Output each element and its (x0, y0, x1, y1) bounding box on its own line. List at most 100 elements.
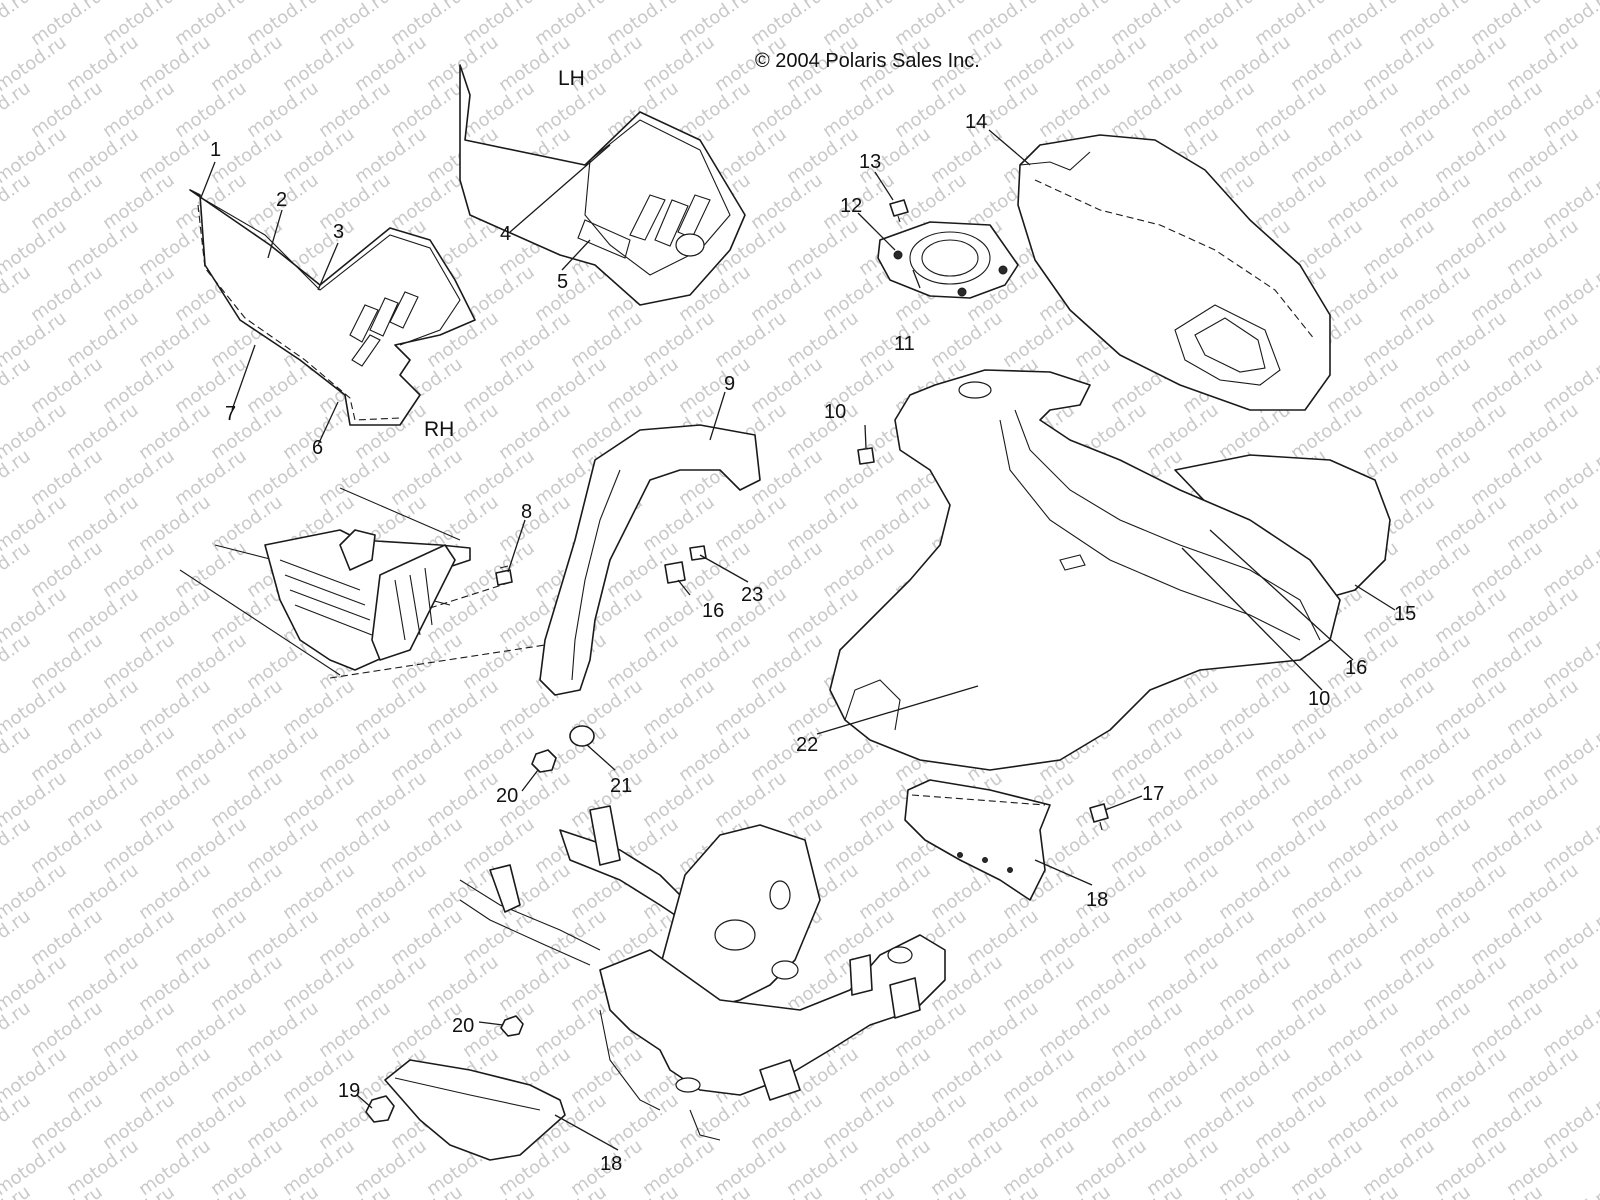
watermark-text: motod.ru (963, 906, 1043, 971)
watermark-text: motod.ru (207, 768, 287, 833)
watermark-text: motod.ru (1395, 0, 1475, 50)
watermark-text: motod.ru (27, 446, 107, 511)
watermark-text: motod.ru (819, 78, 899, 143)
watermark-text: motod.ru (1395, 998, 1475, 1063)
watermark-text: motod.ru (1287, 32, 1367, 97)
watermark-text: motod.ru (27, 722, 107, 787)
watermark-text: motod.ru (99, 722, 179, 787)
watermark-text: motod.ru (855, 492, 935, 557)
heat-shield-upper (904, 779, 1051, 901)
rh-footwell-panel (189, 189, 476, 426)
callout-16b: 16 (1345, 657, 1367, 679)
watermark-text: motod.ru (1323, 906, 1403, 971)
callout-10b: 10 (1308, 688, 1330, 710)
watermark-text: motod.ru (27, 814, 107, 879)
callout-10a: 10 (824, 401, 846, 423)
watermark-text: motod.ru (351, 676, 431, 741)
callout-23: 23 (741, 584, 763, 606)
watermark-text: motod.ru (1071, 1136, 1151, 1200)
watermark-text: motod.ru (927, 1044, 1007, 1109)
watermark-text: motod.ru (1467, 722, 1547, 787)
watermark-text: motod.ru (963, 0, 1043, 50)
watermark-text: motod.ru (1287, 1044, 1367, 1109)
watermark-text: motod.ru (1503, 952, 1583, 1017)
watermark-text: motod.ru (279, 768, 359, 833)
watermark-text: motod.ru (891, 1090, 971, 1155)
watermark-text: motod.ru (891, 0, 971, 50)
watermark-text: motod.ru (639, 676, 719, 741)
watermark-text: motod.ru (711, 676, 791, 741)
watermark-text: motod.ru (747, 354, 827, 419)
watermark-text: motod.ru (1251, 78, 1331, 143)
watermark-text: motod.ru (531, 262, 611, 327)
watermark-text: motod.ru (927, 308, 1007, 373)
watermark-text: motod.ru (747, 170, 827, 235)
callout-6: 6 (312, 437, 323, 459)
watermark-text: motod.ru (27, 998, 107, 1063)
callout-20b: 20 (452, 1015, 474, 1037)
gas-cap-trim (877, 221, 1019, 299)
watermark-text: motod.ru (1503, 400, 1583, 465)
watermark-text: motod.ru (207, 860, 287, 925)
watermark-text: motod.ru (1431, 400, 1511, 465)
watermark-text: motod.ru (1467, 354, 1547, 419)
watermark-text: motod.ru (1431, 584, 1511, 649)
watermark-text: motod.ru (1143, 952, 1223, 1017)
watermark-text: motod.ru (1323, 998, 1403, 1063)
watermark-text: motod.ru (423, 952, 503, 1017)
watermark-text: motod.ru (387, 446, 467, 511)
watermark-text: motod.ru (639, 308, 719, 373)
watermark-text: motod.ru (207, 400, 287, 465)
watermark-text: motod.ru (351, 952, 431, 1017)
copyright-text: © 2004 Polaris Sales Inc. (755, 50, 980, 72)
watermark-text: motod.ru (1323, 0, 1403, 50)
watermark-text: motod.ru (783, 1136, 863, 1200)
watermark-text: motod.ru (999, 952, 1079, 1017)
watermark-text: motod.ru (99, 446, 179, 511)
watermark-text: motod.ru (207, 952, 287, 1017)
watermark-text: motod.ru (351, 860, 431, 925)
leader-lines (199, 129, 1396, 1151)
watermark-text: motod.ru (207, 1136, 287, 1200)
callout-15: 15 (1394, 603, 1416, 625)
watermark-text: motod.ru (603, 354, 683, 419)
watermark-text: motod.ru (387, 814, 467, 879)
watermark-text: motod.ru (1467, 630, 1547, 695)
watermark-text: motod.ru (999, 1136, 1079, 1200)
watermark-text: motod.ru (315, 722, 395, 787)
watermark-text: motod.ru (567, 1044, 647, 1109)
watermark-text: motod.ru (531, 906, 611, 971)
watermark-text: motod.ru (1359, 216, 1439, 281)
watermark-text: motod.ru (1359, 952, 1439, 1017)
watermark-text: motod.ru (315, 78, 395, 143)
callout-9: 9 (724, 373, 735, 395)
watermark-text: motod.ru (603, 1090, 683, 1155)
watermark-text: motod.ru (675, 354, 755, 419)
watermark-text: motod.ru (1323, 354, 1403, 419)
watermark-text: motod.ru (387, 906, 467, 971)
watermark-text: motod.ru (1395, 170, 1475, 235)
watermark-text: motod.ru (207, 1044, 287, 1109)
washer-21 (569, 725, 595, 747)
watermark-text: motod.ru (1503, 676, 1583, 741)
watermark-text: motod.ru (63, 216, 143, 281)
callout-14: 14 (965, 111, 987, 133)
watermark-text: motod.ru (351, 32, 431, 97)
watermark-text: motod.ru (135, 768, 215, 833)
watermark-text: motod.ru (171, 906, 251, 971)
watermark-text: motod.ru (1359, 32, 1439, 97)
watermark-text: motod.ru (999, 32, 1079, 97)
watermark-text: motod.ru (99, 538, 179, 603)
watermark-text: motod.ru (711, 308, 791, 373)
watermark-text: motod.ru (279, 676, 359, 741)
heat-shield-lower (384, 1059, 566, 1161)
watermark-text: motod.ru (135, 492, 215, 557)
watermark-text: motod.ru (1359, 400, 1439, 465)
watermark-text: motod.ru (1467, 262, 1547, 327)
watermark-text: motod.ru (1107, 0, 1187, 50)
watermark-text: motod.ru (99, 262, 179, 327)
watermark-text: motod.ru (171, 722, 251, 787)
watermark-text: motod.ru (1035, 906, 1115, 971)
watermark-text: motod.ru (639, 492, 719, 557)
callout-16a: 16 (702, 600, 724, 622)
